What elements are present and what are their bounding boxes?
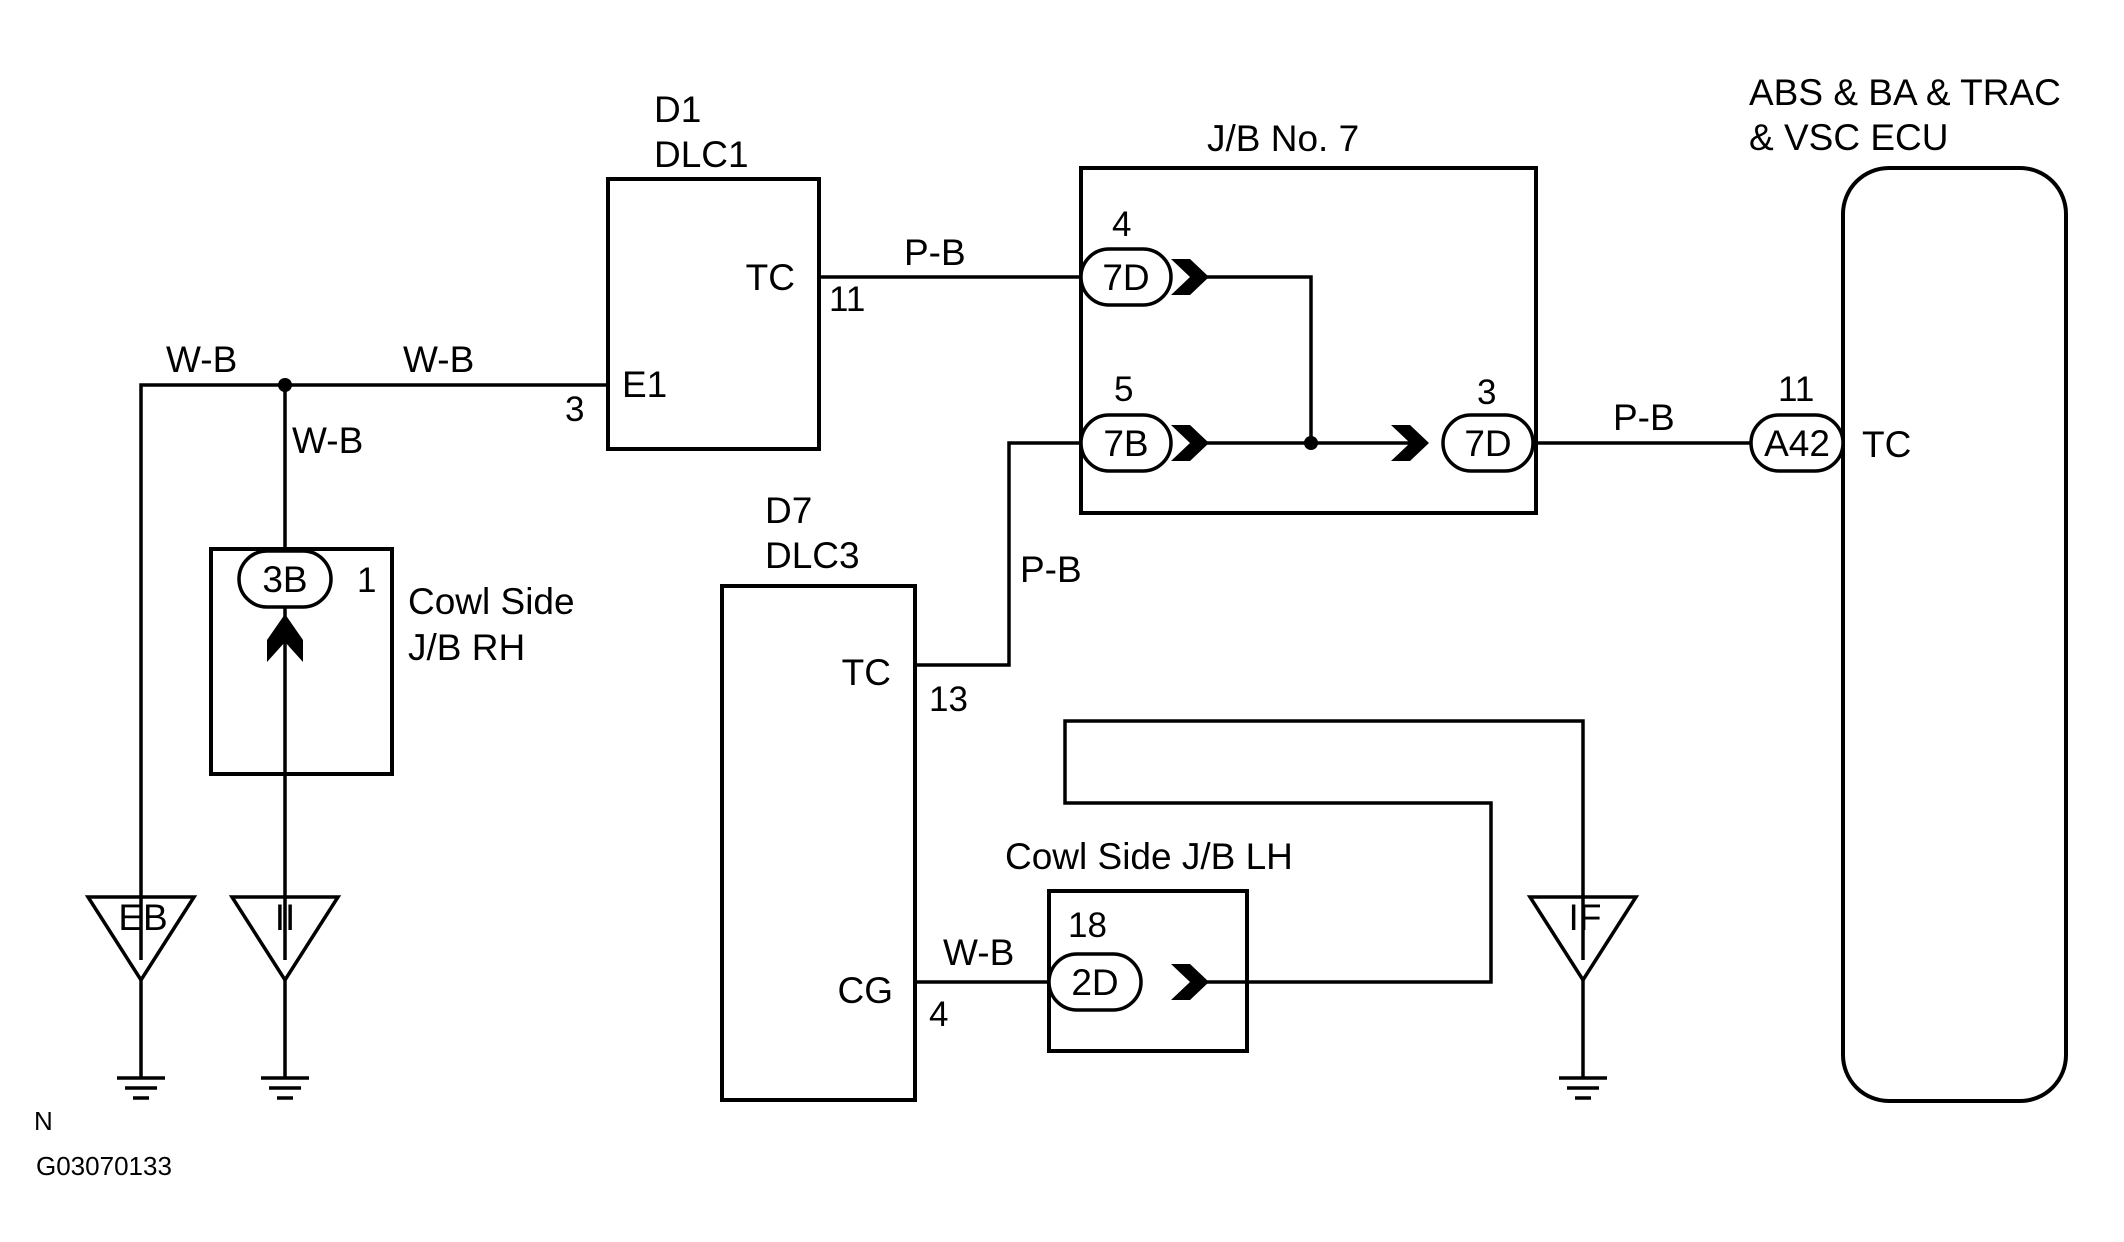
ground-if	[1526, 895, 1640, 1100]
jb7-top-connector	[1079, 247, 1173, 307]
wire-dlc3-tc	[915, 441, 1081, 667]
jb7-box	[1079, 166, 1538, 515]
ground-label-eb: EB	[118, 897, 167, 938]
cowl-lh-name: Cowl Side J/B LH	[1005, 836, 1293, 877]
wire-label-dlc3-tc: P-B	[1020, 549, 1082, 590]
jb7-num-right: 3	[1477, 373, 1496, 412]
ground-label-if: IF	[1569, 897, 1602, 938]
cowl-rh-name-line1: Cowl Side	[408, 581, 575, 622]
dlc1-box	[606, 177, 821, 451]
dlc3-code: D7	[765, 490, 812, 531]
ecu-connector	[1749, 413, 1845, 473]
jb7-mid-terminal-arrow	[1171, 425, 1209, 461]
ecu-name-line2: & VSC ECU	[1749, 117, 1948, 158]
dlc3-box	[720, 584, 917, 1102]
cowl-rh-connector	[237, 549, 333, 609]
ground-ii	[228, 895, 342, 1100]
figure-id: G03070133	[36, 1151, 172, 1181]
cowl-lh-terminal-arrow	[1171, 964, 1209, 1000]
cowl-lh-box	[1047, 889, 1249, 1053]
jb7-mid-connector-label: 7B	[1103, 423, 1148, 464]
dlc1-num-tc: 11	[829, 280, 865, 319]
dlc1-name: DLC1	[654, 134, 749, 175]
ecu-pin-tc: TC	[1862, 424, 1911, 465]
ecu-num: 11	[1778, 370, 1814, 409]
jb7-right-connector	[1441, 413, 1535, 473]
wire-ground-left	[139, 383, 608, 960]
dlc1-pin-tc: TC	[746, 257, 795, 298]
wire-lh-to-if	[1063, 719, 1585, 984]
wire-label-ground-to-rh: W-B	[292, 420, 363, 461]
cowl-rh-box	[209, 547, 394, 776]
wire-label-jb-ecu: P-B	[1613, 397, 1675, 438]
wire-jb7-internal-top	[1190, 275, 1313, 443]
cowl-rh-terminal-arrow	[267, 614, 303, 662]
dlc3-num-tc: 13	[929, 680, 968, 719]
jb7-num-top: 4	[1112, 205, 1131, 244]
dlc3-pin-tc: TC	[842, 652, 891, 693]
wire-label-ground-left: W-B	[166, 339, 237, 380]
wire-label-dlc3-cg: W-B	[943, 932, 1014, 973]
dlc3-name: DLC3	[765, 535, 860, 576]
jb7-junction-dot	[1304, 436, 1318, 450]
dlc3-num-cg: 4	[929, 995, 948, 1034]
cowl-lh-connector-label: 2D	[1071, 962, 1118, 1003]
dlc1-pin-e1: E1	[622, 364, 667, 405]
jb7-num-mid: 5	[1114, 370, 1133, 409]
dlc1-num-e1: 3	[565, 390, 584, 429]
jb7-right-connector-label: 7D	[1464, 423, 1511, 464]
ecu-box	[1841, 166, 2068, 1103]
cowl-rh-connector-label: 3B	[262, 559, 307, 600]
ecu-connector-label: A42	[1764, 423, 1830, 464]
ground-label-ii: II	[275, 897, 296, 938]
ground-junction-dot	[278, 378, 292, 392]
jb7-name: J/B No. 7	[1207, 118, 1359, 159]
jb7-mid-connector	[1079, 413, 1173, 473]
cowl-rh-num: 1	[357, 561, 376, 600]
cowl-rh-name-line2: J/B RH	[408, 627, 525, 668]
dlc1-code: D1	[654, 89, 701, 130]
dlc3-pin-cg: CG	[838, 970, 894, 1011]
footer-mark: N	[34, 1106, 53, 1136]
cowl-lh-connector	[1047, 952, 1143, 1012]
ground-eb	[84, 895, 198, 1100]
ecu-name-line1: ABS & BA & TRAC	[1749, 72, 2061, 113]
jb7-top-terminal-arrow	[1171, 259, 1209, 295]
jb7-right-terminal-arrow	[1391, 425, 1429, 461]
wire-label-ground-to-dlc1: W-B	[403, 339, 474, 380]
jb7-top-connector-label: 7D	[1102, 257, 1149, 298]
wire-label-dlc1-tc: P-B	[904, 232, 966, 273]
cowl-lh-num: 18	[1068, 906, 1107, 945]
